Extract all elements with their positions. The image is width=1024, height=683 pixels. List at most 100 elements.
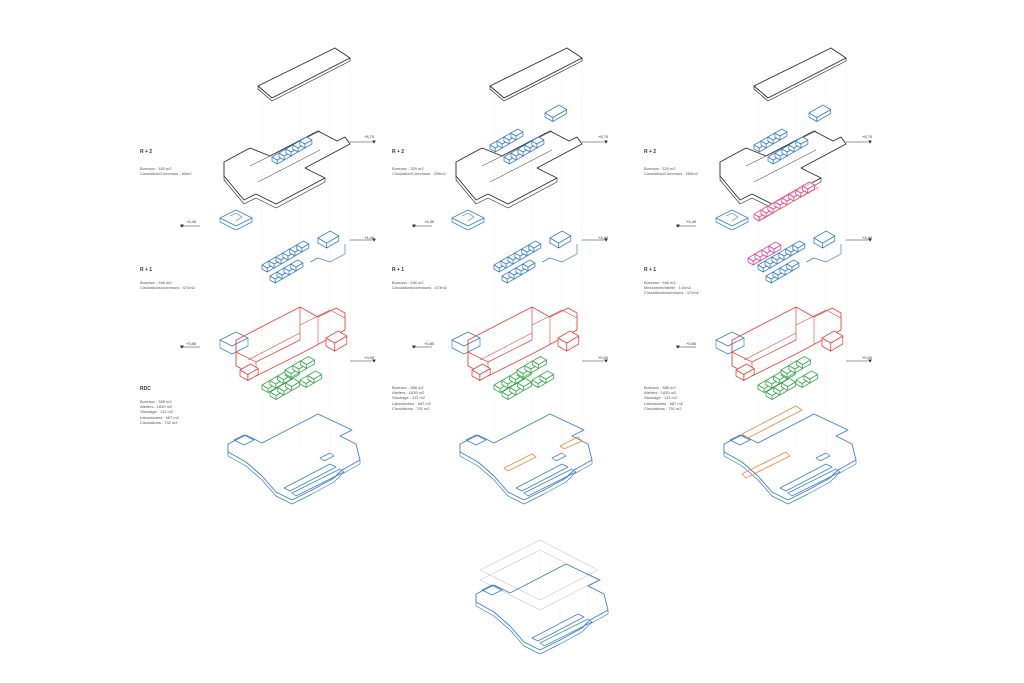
r1-label: R + 1 Bureaux : 946 m2 Mezzanine/atelier… bbox=[644, 258, 699, 296]
r1-floor-edge bbox=[309, 244, 346, 263]
r1-office-box bbox=[296, 240, 310, 253]
elevation-mid-right: +4,40 bbox=[364, 235, 375, 240]
r1-line: Circulations/communs : 472m2 bbox=[644, 290, 699, 296]
mezzanine-box bbox=[768, 241, 782, 254]
r1-stair-block-edge bbox=[451, 218, 485, 231]
ground-plan-corridor bbox=[291, 468, 345, 497]
r2-office-box bbox=[774, 128, 788, 141]
elevation-marker bbox=[180, 345, 184, 349]
r2-line: Bureaux : 329 m2 bbox=[392, 166, 424, 171]
rdc-label: Bureaux : 388 m2 Ateliers : 1839 m2 Stoc… bbox=[644, 385, 683, 411]
mezzanine-box-face bbox=[768, 241, 782, 250]
elevation-marker bbox=[676, 224, 680, 228]
r2-label: R + 2 Bureaux : 183 m2 Circulation/Commu… bbox=[140, 140, 192, 176]
r2-office-box-face bbox=[774, 128, 788, 137]
r2-office-box bbox=[795, 136, 809, 149]
rdc-lab-box-face bbox=[307, 370, 323, 380]
rdc-lab-box-face bbox=[539, 370, 555, 380]
r1-office-box-face bbox=[786, 259, 800, 268]
ground-plan-corridor bbox=[515, 463, 569, 492]
r2-inner-line bbox=[249, 130, 321, 167]
r1-office-box bbox=[290, 259, 304, 272]
r1-line: Mezzanine/atelier : 144m2 bbox=[644, 285, 691, 291]
r2-stair-box bbox=[808, 104, 832, 122]
rdc-red-box bbox=[325, 330, 348, 352]
ground-plan-highlight bbox=[741, 405, 803, 439]
rdc-line: Stockage : 113 m2 bbox=[392, 395, 426, 401]
r1-office-box-face bbox=[290, 259, 304, 268]
elevation-marker bbox=[372, 359, 376, 363]
r2-title: R + 2 bbox=[140, 149, 153, 155]
r2-stair-box-face bbox=[808, 104, 832, 118]
rdc-line: Ateliers : 1839 m2 bbox=[392, 390, 425, 396]
roof-slab-edge bbox=[753, 58, 847, 102]
r1-label: R + 1 Bureaux : 946 m2 Circulations/comm… bbox=[140, 258, 195, 290]
ground-plan-entry bbox=[729, 434, 751, 446]
stack-entry bbox=[481, 584, 503, 596]
r2-line: Bureaux : 329 m2 bbox=[644, 166, 676, 171]
elevation-top-right: +8,70 bbox=[598, 134, 609, 139]
r1-service-box-face bbox=[317, 230, 340, 244]
r2-line: Circulation/Communs : 60m2 bbox=[140, 171, 192, 177]
rdc-red-box bbox=[557, 330, 580, 352]
ground-plan-corridor bbox=[779, 463, 833, 492]
rdc-workshop-wall bbox=[731, 307, 797, 363]
ground-plan-outline bbox=[227, 413, 361, 501]
roof-slab bbox=[753, 47, 847, 99]
stack-corridor bbox=[531, 613, 585, 642]
rdc-lab-box bbox=[532, 356, 547, 369]
elevation-marker bbox=[372, 140, 376, 144]
r1-office-box-face bbox=[522, 259, 536, 268]
ground-plan-corridor bbox=[523, 468, 577, 497]
r1-floor-edge bbox=[805, 244, 842, 263]
rdc-label: Bureaux : 388 m2 Ateliers : 1839 m2 Stoc… bbox=[392, 385, 431, 411]
rdc-lab-box-face bbox=[532, 356, 547, 365]
rdc-workshop-roof-line bbox=[247, 332, 301, 361]
rdc-line: Stockage : 113 m2 bbox=[644, 395, 678, 401]
rdc-line: Laboratoires : 687 m2 bbox=[140, 414, 179, 420]
elevation-mid-left: +4,40 bbox=[186, 219, 197, 224]
rdc-red-box-face bbox=[325, 330, 348, 344]
r2-office-box bbox=[285, 144, 299, 157]
r2-floor-outline bbox=[455, 130, 583, 205]
rdc-lab-box bbox=[517, 378, 532, 391]
rdc-lab-box bbox=[803, 370, 819, 384]
r2-inner-line bbox=[745, 130, 817, 167]
r2-floor-edge bbox=[455, 176, 558, 209]
stack-outline bbox=[479, 549, 599, 611]
ground-plan-room bbox=[551, 452, 567, 462]
r1-floor-edge bbox=[541, 244, 578, 263]
rdc-line: Circulations : 792 m2 bbox=[644, 405, 682, 411]
r1-service-box bbox=[549, 230, 572, 249]
rdc-lab-box-face bbox=[300, 356, 315, 365]
rdc-workshop-roof-line bbox=[299, 309, 346, 326]
rdc-line: Circulations : 792 m2 bbox=[392, 405, 430, 411]
elevation-marker bbox=[868, 359, 872, 363]
rdc-red-box bbox=[821, 330, 844, 352]
r1-line: Bureaux : 946 m2 bbox=[644, 280, 676, 285]
mezzanine-box bbox=[802, 181, 816, 194]
r1-stair-block-edge bbox=[219, 218, 253, 231]
r2-office-box bbox=[531, 136, 545, 149]
r1-service-box bbox=[317, 230, 340, 249]
ground-plan-room bbox=[815, 452, 831, 462]
r2-label: R + 2 Bureaux : 329 m2 Circulation/Commu… bbox=[392, 140, 446, 176]
r2-line: Circulation/Communs : 259m2 bbox=[392, 171, 446, 177]
rdc-lab-box bbox=[539, 370, 555, 384]
r1-stair-block bbox=[219, 209, 253, 227]
elevation-marker bbox=[604, 238, 608, 242]
rdc-lab-box-face bbox=[796, 356, 811, 365]
ground-plan-highlight bbox=[503, 453, 537, 472]
elevation-mid-left: +4,40 bbox=[686, 219, 697, 224]
ground-plan-outline bbox=[459, 413, 593, 501]
rdc-red-box-face bbox=[735, 363, 755, 375]
rdc-lab-box bbox=[307, 370, 323, 384]
rdc-red-box-face bbox=[557, 330, 580, 344]
r2-office-box bbox=[299, 136, 313, 149]
r1-office-box-face bbox=[792, 240, 806, 249]
elevation-marker bbox=[868, 140, 872, 144]
rdc-workshop-roof-line bbox=[531, 309, 578, 326]
rdc-lab-box bbox=[285, 378, 300, 391]
r1-stair-block bbox=[451, 209, 485, 227]
